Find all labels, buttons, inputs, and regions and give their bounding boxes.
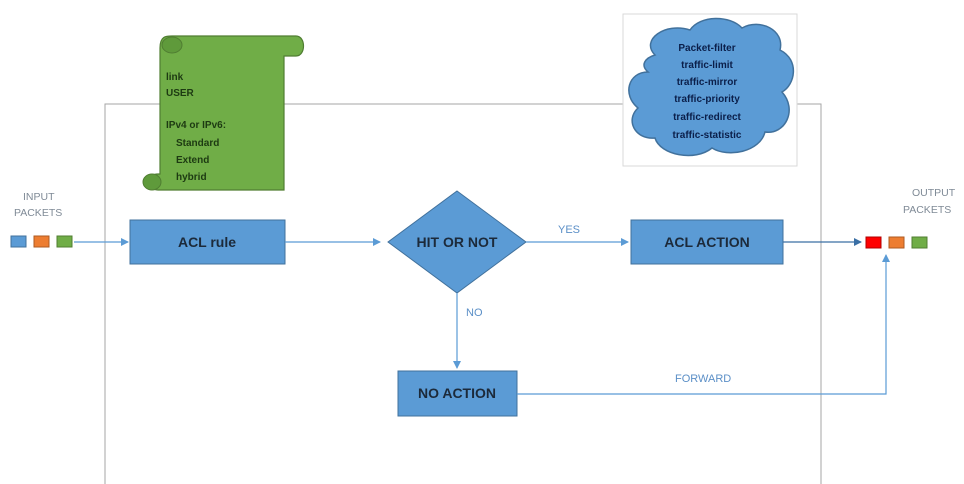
scroll-line-2: USER	[166, 88, 195, 99]
input-packet-green	[56, 235, 73, 248]
output-label-line2: PACKETS	[903, 204, 951, 216]
output-packet-red	[865, 236, 882, 249]
device-frame	[104, 103, 822, 484]
no-action-node: NO ACTION	[397, 370, 518, 417]
acl-rule-node: ACL rule	[129, 219, 286, 265]
cloud-line-6: traffic-statistic	[673, 130, 742, 141]
acl-action-node: ACL ACTION	[630, 219, 784, 265]
no-label: NO	[466, 307, 483, 319]
no-action-label: NO ACTION	[418, 385, 496, 401]
match-fields-scroll: link USER IPv4 or IPv6: Standard Extend …	[142, 35, 305, 191]
output-label-line1: OUTPUT	[912, 187, 956, 199]
edge-forward	[517, 254, 890, 395]
cloud-line-4: traffic-priority	[674, 94, 740, 105]
input-packet-blue	[10, 235, 27, 248]
yes-label: YES	[558, 224, 580, 236]
scroll-line-6: Extend	[176, 155, 209, 166]
acl-action-label: ACL ACTION	[664, 234, 750, 250]
scroll-line-4: IPv4 or IPv6:	[166, 120, 226, 131]
forward-label: FORWARD	[675, 373, 731, 385]
input-packets	[10, 235, 73, 248]
cloud-line-2: traffic-limit	[681, 60, 733, 71]
cloud-line-1: Packet-filter	[678, 43, 735, 54]
input-label-line1: INPUT	[23, 191, 55, 203]
cloud-line-3: traffic-mirror	[677, 77, 738, 88]
input-label-line2: PACKETS	[14, 207, 62, 219]
output-packet-orange	[888, 236, 905, 249]
scroll-line-1: link	[166, 72, 184, 83]
cloud-line-5: traffic-redirect	[673, 112, 741, 123]
scroll-line-7: hybrid	[176, 172, 207, 183]
acl-rule-label: ACL rule	[178, 234, 236, 250]
hit-decision-node: HIT OR NOT	[387, 190, 527, 294]
decision-label: HIT OR NOT	[417, 234, 498, 250]
output-packet-green	[911, 236, 928, 249]
actions-cloud: Packet-filter traffic-limit traffic-mirr…	[628, 17, 795, 157]
input-packet-orange	[33, 235, 50, 248]
output-packets	[865, 236, 928, 249]
scroll-line-5: Standard	[176, 138, 219, 149]
